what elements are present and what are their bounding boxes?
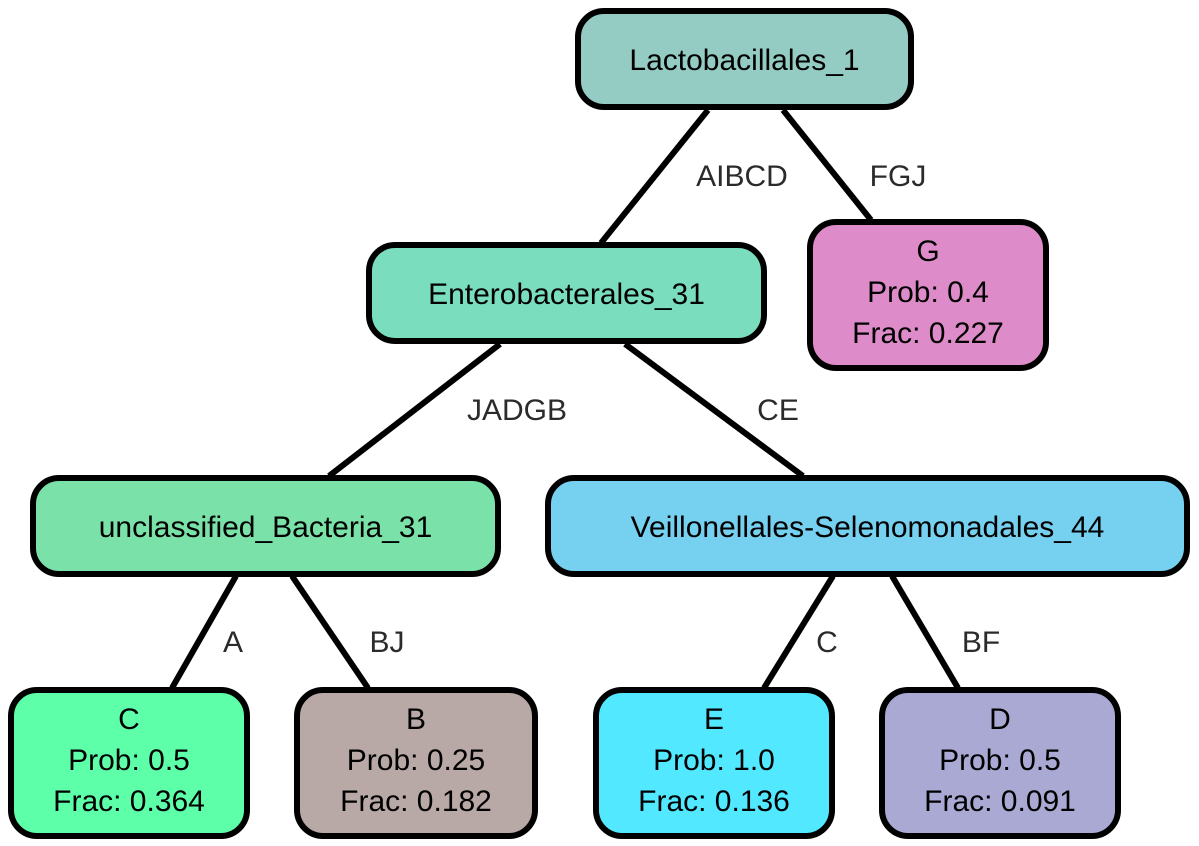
tree-leaf-b: B Prob: 0.25 Frac: 0.182 xyxy=(294,687,538,839)
edge-veillonellales-to-leaf-e xyxy=(761,574,836,690)
edge-unclassified-to-leaf-c xyxy=(169,574,239,690)
edge-label-ce: CE xyxy=(757,394,799,427)
tree-leaf-g: G Prob: 0.4 Frac: 0.227 xyxy=(807,219,1049,371)
leaf-frac: Frac: 0.364 xyxy=(53,785,205,818)
edge-label-bf: BF xyxy=(962,626,1000,659)
tree-node-enterobacterales: Enterobacterales_31 xyxy=(366,242,767,344)
leaf-prob: Prob: 0.25 xyxy=(347,744,485,777)
edge-label-a: A xyxy=(223,626,243,659)
node-box xyxy=(366,242,767,344)
tree-leaf-c: C Prob: 0.5 Frac: 0.364 xyxy=(8,687,250,839)
node-label: Veillonellales-Selenomonadales_44 xyxy=(631,511,1105,544)
leaf-prob: Prob: 0.4 xyxy=(867,276,989,309)
tree-node-root: Lactobacillales_1 xyxy=(575,8,914,110)
edge-root-to-leaf-g xyxy=(780,108,874,222)
leaf-frac: Frac: 0.182 xyxy=(340,785,492,818)
leaf-class: G xyxy=(916,235,939,268)
node-box xyxy=(575,8,914,110)
edge-veillonellales-to-leaf-d xyxy=(889,574,961,690)
tree-edges xyxy=(169,108,961,690)
leaf-class: B xyxy=(406,703,426,736)
tree-leaf-d: D Prob: 0.5 Frac: 0.091 xyxy=(879,687,1121,839)
leaf-prob: Prob: 1.0 xyxy=(653,744,775,777)
leaf-box xyxy=(8,687,250,839)
node-box xyxy=(30,475,501,577)
leaf-class: C xyxy=(118,703,140,736)
leaf-class: D xyxy=(989,703,1011,736)
leaf-box xyxy=(294,687,538,839)
edge-root-to-enterobacterales xyxy=(598,108,711,245)
leaf-prob: Prob: 0.5 xyxy=(68,744,190,777)
edge-label-aibcd: AIBCD xyxy=(696,160,788,193)
edge-label-c: C xyxy=(816,626,838,659)
leaf-frac: Frac: 0.136 xyxy=(638,785,790,818)
node-label: Lactobacillales_1 xyxy=(629,44,859,77)
node-label: Enterobacterales_31 xyxy=(428,278,705,311)
node-box xyxy=(545,475,1190,577)
leaf-box xyxy=(593,687,835,839)
leaf-frac: Frac: 0.091 xyxy=(924,785,1076,818)
node-label: unclassified_Bacteria_31 xyxy=(99,511,433,544)
leaf-prob: Prob: 0.5 xyxy=(939,744,1061,777)
edge-label-bj: BJ xyxy=(369,626,404,659)
leaf-box xyxy=(807,219,1049,371)
leaf-frac: Frac: 0.227 xyxy=(852,317,1004,350)
edge-label-jadgb: JADGB xyxy=(467,394,567,427)
edge-enterobacterales-to-veillonellales xyxy=(623,341,805,479)
leaf-box xyxy=(879,687,1121,839)
edge-unclassified-to-leaf-b xyxy=(289,574,371,690)
edge-enterobacterales-to-unclassified xyxy=(327,341,502,479)
tree-node-unclassified-bacteria: unclassified_Bacteria_31 xyxy=(30,475,501,577)
leaf-class: E xyxy=(704,703,724,736)
tree-leaf-e: E Prob: 1.0 Frac: 0.136 xyxy=(593,687,835,839)
edge-labels: AIBCD FGJ JADGB CE A BJ C BF xyxy=(223,160,1000,659)
tree-node-veillonellales: Veillonellales-Selenomonadales_44 xyxy=(545,475,1190,577)
edge-label-fgj: FGJ xyxy=(870,160,927,193)
